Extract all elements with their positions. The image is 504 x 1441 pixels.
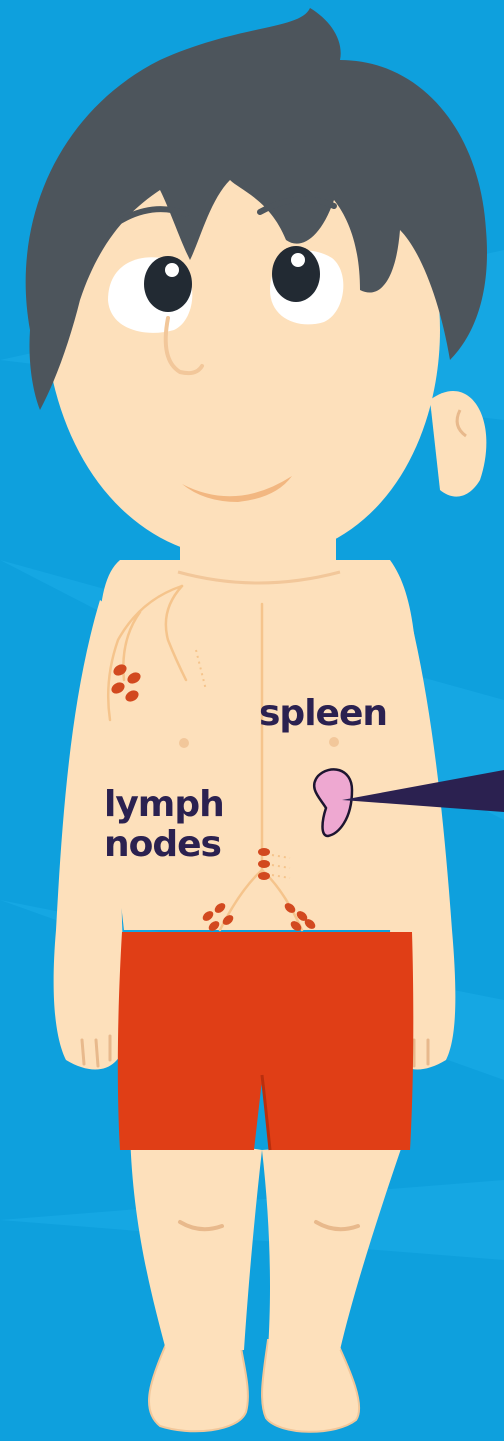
spleen-label: spleen — [259, 696, 387, 732]
left-eye-shine — [165, 263, 179, 277]
right-eye-shine — [291, 253, 305, 267]
lymph-label-line2: nodes — [104, 825, 224, 865]
left-nipple — [179, 738, 189, 748]
right-nipple — [329, 737, 339, 747]
lymph-label-line1: lymph — [104, 785, 224, 825]
feet — [149, 1340, 359, 1432]
lymph-nodes-label: lymph nodes — [104, 785, 224, 865]
